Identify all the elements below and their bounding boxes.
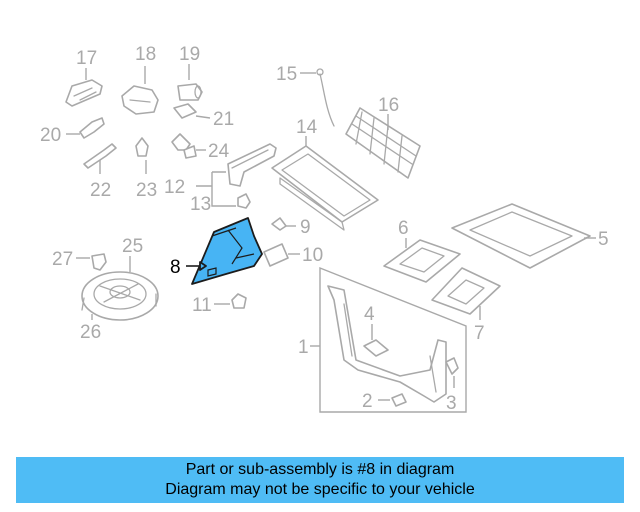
part-20: 20 [40, 117, 105, 146]
callout-18: 18 [135, 44, 156, 65]
part-23: 23 [135, 137, 157, 201]
part-4: 4 [363, 304, 389, 357]
banner-line-2: Diagram may not be specific to your vehi… [165, 481, 475, 498]
callout-6: 6 [398, 218, 409, 239]
callout-1: 1 [298, 337, 309, 358]
part-19: 19 [177, 44, 203, 101]
part-6: 6 [383, 218, 461, 283]
callout-3: 3 [446, 393, 457, 414]
part-5: 5 [451, 203, 609, 269]
callout-14: 14 [296, 117, 318, 138]
info-banner: Part or sub-assembly is #8 in diagram Di… [16, 457, 624, 503]
part-13: 13 [190, 193, 251, 215]
part-15: 15 [276, 64, 335, 127]
callout-12: 12 [164, 177, 185, 198]
part-1: 1 [298, 266, 467, 413]
callout-2: 2 [362, 391, 373, 412]
callout-9: 9 [300, 217, 311, 238]
part-9: 9 [271, 217, 311, 238]
callout-11: 11 [192, 295, 212, 316]
banner-line-1: Part or sub-assembly is #8 in diagram [185, 461, 455, 478]
part-18: 18 [121, 44, 159, 115]
part-16: 16 [345, 95, 421, 179]
callout-5: 5 [598, 229, 609, 250]
callout-23: 23 [136, 180, 157, 201]
callout-21: 21 [213, 109, 234, 130]
callout-7: 7 [474, 323, 485, 344]
part-7: 7 [431, 267, 501, 344]
callout-24: 24 [208, 141, 230, 162]
callout-22: 22 [90, 180, 111, 201]
callout-20: 20 [40, 125, 61, 146]
callout-25: 25 [122, 236, 143, 257]
part-10: 10 [263, 243, 323, 267]
callout-27: 27 [52, 249, 73, 270]
callout-13: 13 [190, 194, 211, 215]
part-27: 27 [52, 249, 107, 271]
part-24: 24 [171, 133, 230, 162]
callout-19: 19 [179, 44, 200, 65]
part-17: 17 [65, 48, 103, 107]
part-3: 3 [445, 357, 459, 414]
callout-16: 16 [378, 95, 399, 116]
callout-17: 17 [76, 48, 97, 69]
part-11: 11 [192, 293, 247, 316]
callout-15: 15 [276, 64, 297, 85]
part-8-highlighted: 8 [170, 217, 263, 285]
parts-diagram: 17 18 19 21 20 22 23 [40, 44, 609, 414]
callout-8: 8 [170, 257, 181, 278]
callout-4: 4 [364, 304, 375, 325]
part-2: 2 [362, 391, 407, 412]
part-22: 22 [83, 143, 117, 201]
callout-10: 10 [302, 245, 323, 266]
callout-26: 26 [80, 322, 101, 343]
part-14: 14 [271, 117, 379, 231]
part-25-26: 25 26 [80, 236, 159, 343]
part-21: 21 [173, 103, 234, 130]
part-12: 12 [164, 143, 277, 200]
